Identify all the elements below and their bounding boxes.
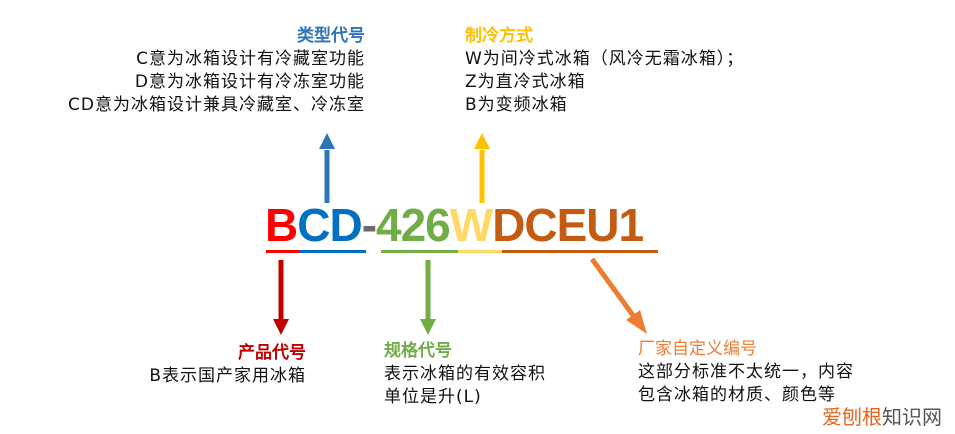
- product-code-line-1: B表示国产家用冰箱: [149, 366, 306, 386]
- spec-code-title: 规格代号: [384, 341, 452, 361]
- code-segment-spec: 426: [376, 199, 451, 251]
- arrow-up-cooling-icon: [474, 133, 490, 203]
- manufacturer-code-line-2: 包含冰箱的材质、颜色等: [638, 385, 836, 405]
- code-segment-manufacturer: DCEU1: [492, 199, 644, 251]
- underline-type: [299, 250, 366, 253]
- model-code: BCD-426WDCEU1: [265, 199, 644, 251]
- watermark-brand: 爱刨根: [822, 405, 882, 429]
- code-segment-cooling: W: [449, 199, 493, 251]
- underline-cooling: [458, 250, 502, 253]
- spec-code-annotation: 规格代号 表示冰箱的有效容积 单位是升(L): [384, 339, 546, 409]
- type-code-line-2: D意为冰箱设计有冷冻室功能: [134, 72, 365, 92]
- product-code-title: 产品代号: [238, 343, 306, 363]
- arrow-up-type-icon: [319, 133, 335, 203]
- type-code-line-1: C意为冰箱设计有冷藏室功能: [136, 49, 365, 69]
- type-code-title: 类型代号: [297, 26, 365, 46]
- type-code-annotation: 类型代号 C意为冰箱设计有冷藏室功能 D意为冰箱设计有冷冻室功能 CD意为冰箱设…: [68, 24, 365, 117]
- code-segment-product: B: [265, 199, 298, 251]
- cooling-method-annotation: 制冷方式 W为间冷式冰箱（风冷无霜冰箱）； Z为直冷式冰箱 B为变频冰箱: [465, 24, 744, 117]
- code-segment-type: CD: [297, 199, 362, 251]
- type-code-line-3: CD意为冰箱设计兼具冷藏室、冷冻室: [68, 95, 365, 115]
- cooling-method-line-2: Z为直冷式冰箱: [465, 72, 586, 92]
- product-code-annotation: 产品代号 B表示国产家用冰箱: [149, 341, 306, 388]
- cooling-method-title: 制冷方式: [465, 26, 533, 46]
- cooling-method-line-3: B为变频冰箱: [465, 95, 568, 115]
- underline-manufacturer: [502, 250, 658, 253]
- spec-code-line-2: 单位是升(L): [384, 387, 482, 407]
- watermark: 爱刨根知识网: [822, 401, 942, 430]
- watermark-suffix: 知识网: [882, 405, 942, 429]
- underline-spec: [381, 250, 458, 253]
- arrow-diagonal-manufacturer-icon: [589, 257, 647, 334]
- manufacturer-code-line-1: 这部分标准不太统一，内容: [638, 362, 854, 382]
- code-segment-dash: -: [361, 199, 377, 251]
- cooling-method-line-1: W为间冷式冰箱（风冷无霜冰箱）；: [465, 49, 745, 69]
- underline-product: [266, 250, 299, 253]
- spec-code-line-1: 表示冰箱的有效容积: [384, 364, 546, 384]
- arrow-down-spec-icon: [420, 260, 436, 335]
- arrow-down-product-icon: [273, 260, 289, 335]
- manufacturer-code-title: 厂家自定义编号: [638, 339, 757, 359]
- manufacturer-code-annotation: 厂家自定义编号 这部分标准不太统一，内容 包含冰箱的材质、颜色等: [638, 337, 854, 407]
